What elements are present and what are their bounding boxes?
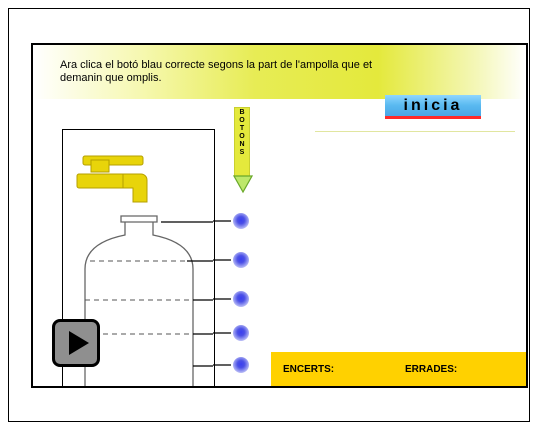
hits-label: ENCERTS: bbox=[283, 364, 335, 375]
bottle-icon bbox=[84, 215, 194, 386]
start-button[interactable]: inicia bbox=[385, 95, 481, 119]
fill-button-3[interactable] bbox=[233, 291, 249, 307]
fill-button-2[interactable] bbox=[233, 252, 249, 268]
score-bar: ENCERTS: ERRADES: bbox=[271, 352, 526, 386]
play-button[interactable] bbox=[52, 319, 100, 367]
botons-label: B O T O N S bbox=[239, 109, 245, 156]
answer-line bbox=[315, 131, 515, 132]
misses-label: ERRADES: bbox=[405, 364, 458, 375]
instruction-line-1: Ara clica el botó blau correcte segons l… bbox=[60, 59, 373, 71]
down-arrow-icon bbox=[233, 175, 253, 194]
leader-lines bbox=[161, 221, 213, 367]
fill-button-4[interactable] bbox=[233, 325, 249, 341]
leader-extensions bbox=[213, 220, 231, 366]
fill-button-5[interactable] bbox=[233, 357, 249, 373]
instruction-line-2: demanin que omplis. bbox=[60, 72, 162, 84]
activity-stage: Ara clica el botó blau correcte segons l… bbox=[31, 43, 528, 388]
play-icon bbox=[69, 331, 89, 355]
botons-indicator: B O T O N S bbox=[233, 107, 253, 203]
tap-icon bbox=[76, 155, 148, 203]
instruction-text: Ara clica el botó blau correcte segons l… bbox=[60, 59, 500, 85]
fill-button-1[interactable] bbox=[233, 213, 249, 229]
instruction-bar: Ara clica el botó blau correcte segons l… bbox=[33, 45, 526, 99]
bottle-illustration bbox=[76, 155, 213, 386]
